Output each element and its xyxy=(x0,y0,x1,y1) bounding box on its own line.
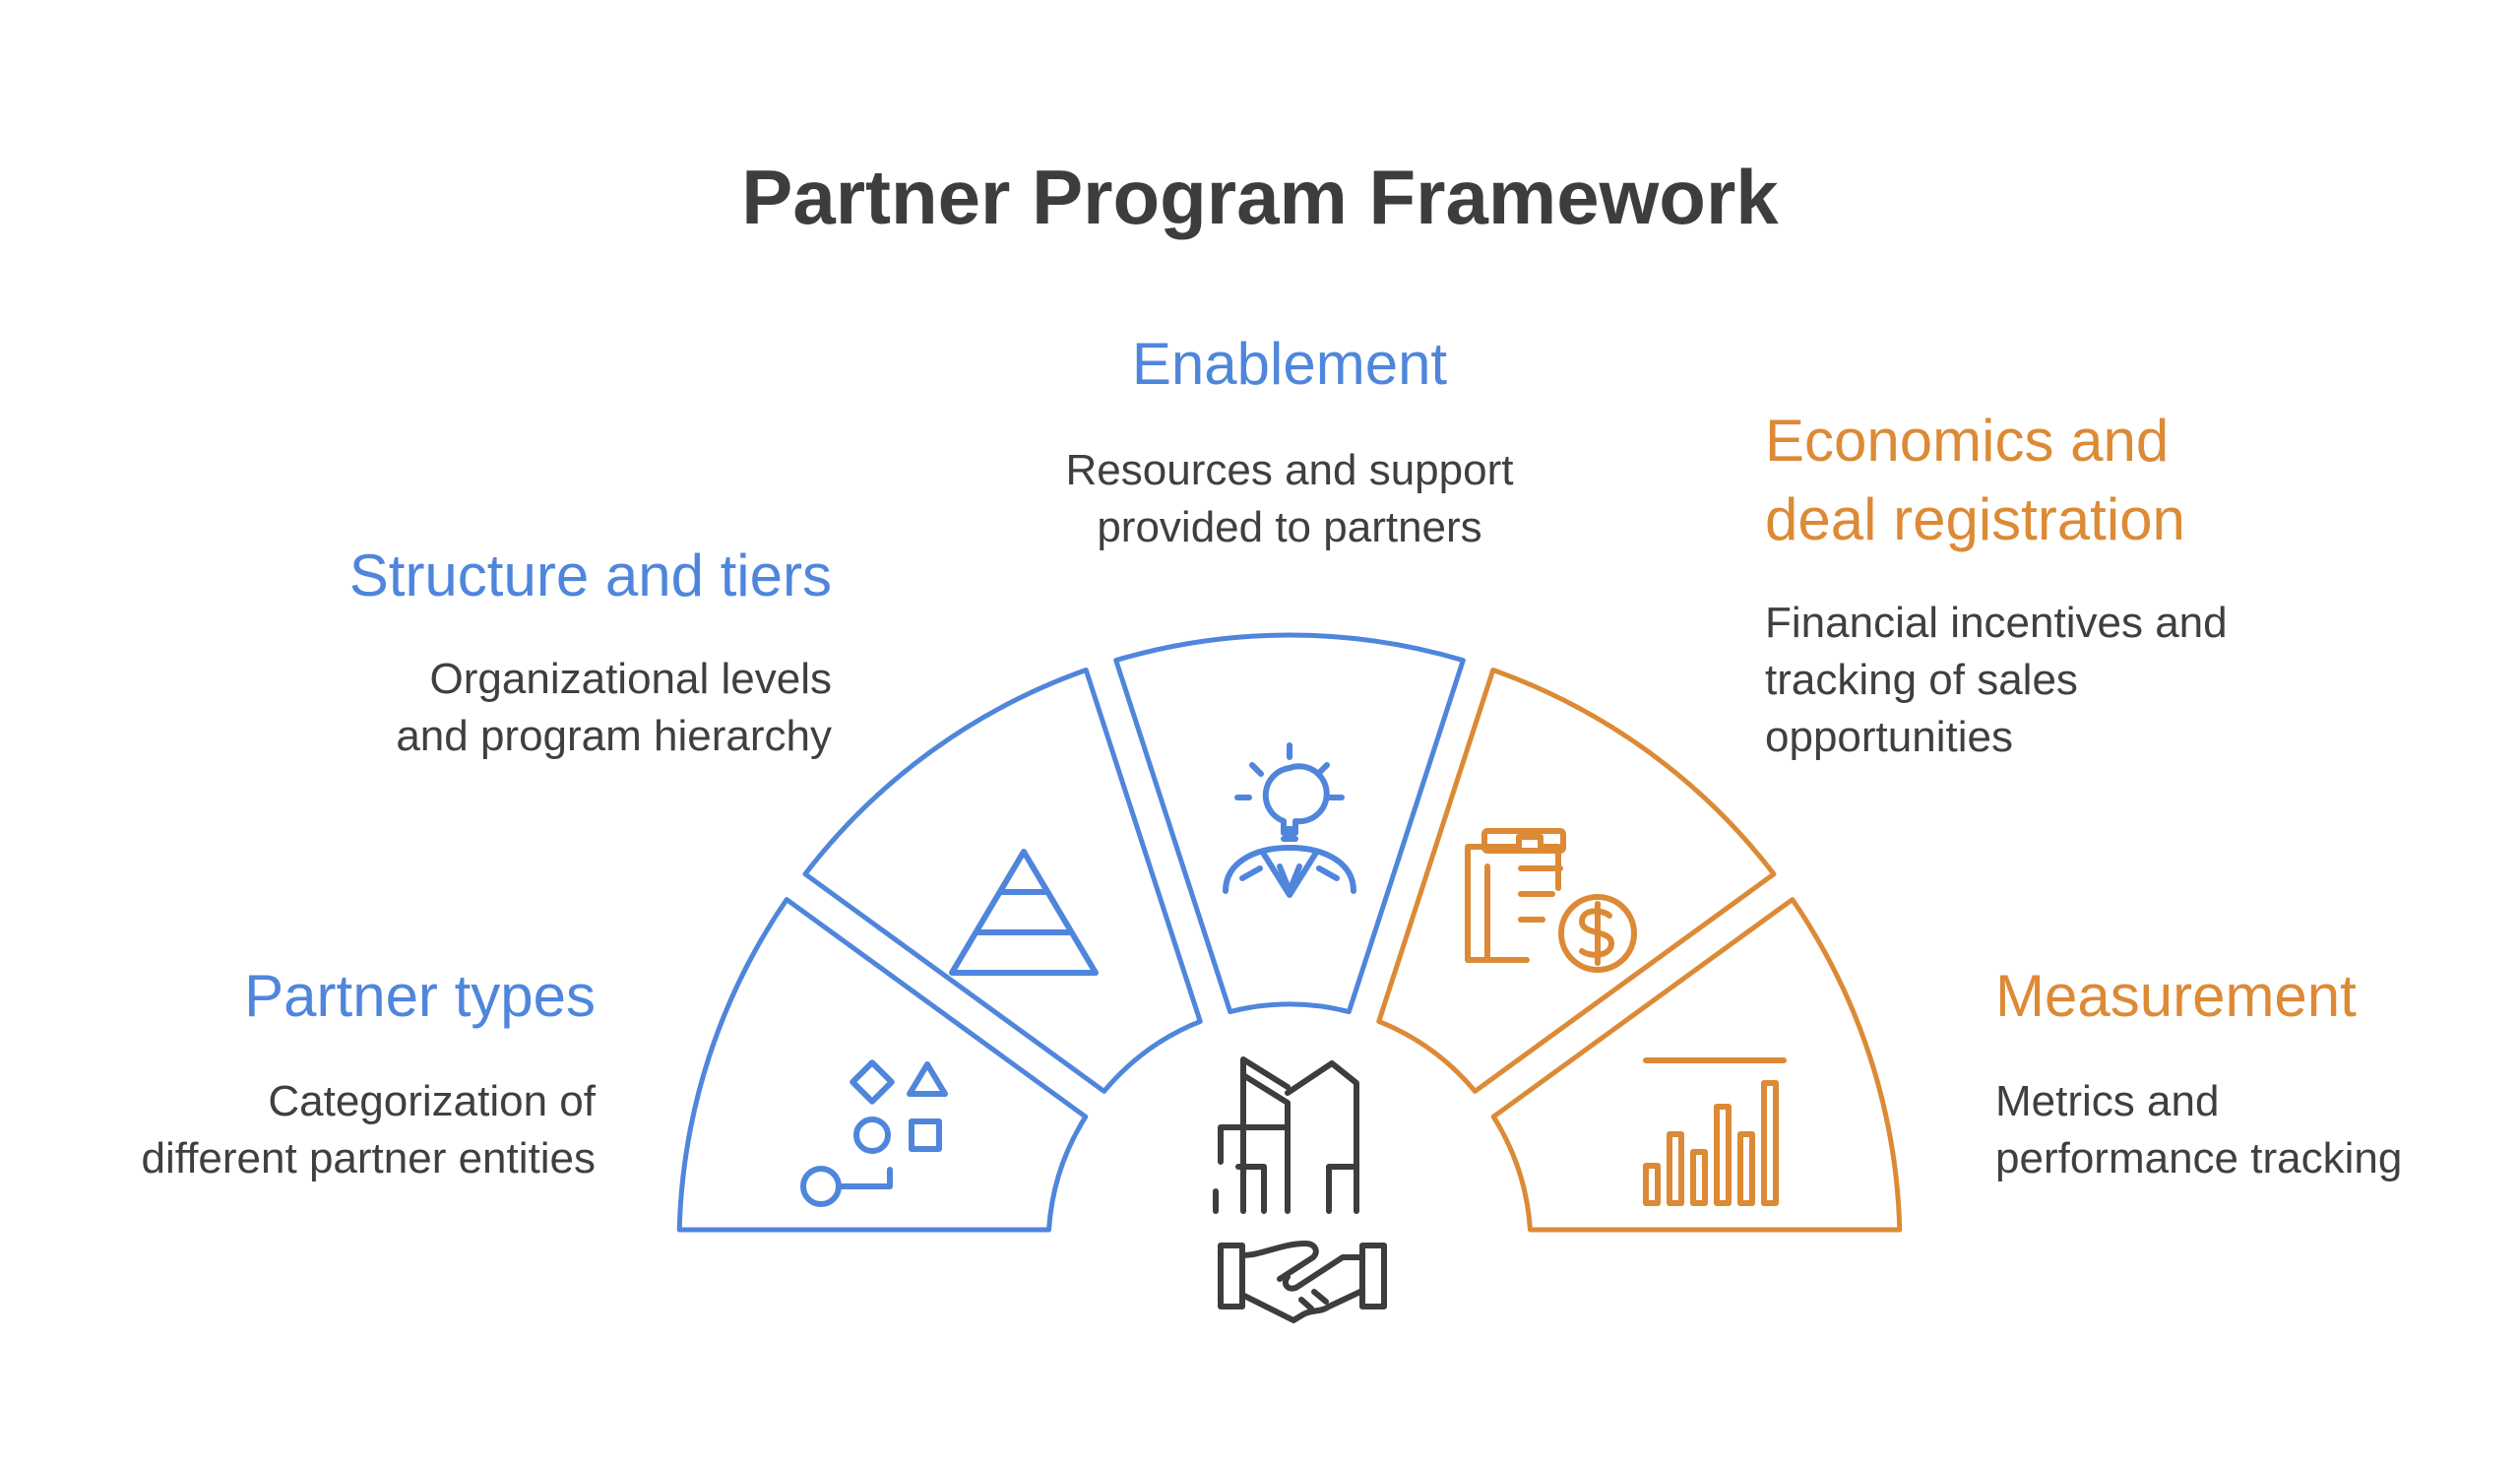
structure-tiers-segment xyxy=(802,667,1203,1094)
building-handshake-icon xyxy=(1213,1056,1387,1323)
bar-chart-icon xyxy=(1643,1057,1787,1206)
measurement-segment xyxy=(1490,897,1903,1233)
measurement-label: Measurement xyxy=(1995,963,2357,1029)
partner-types-label: Partner types xyxy=(244,963,596,1029)
clipboard-dollar-icon xyxy=(1465,828,1637,973)
economics-description: Financial incentives and tracking of sal… xyxy=(1765,599,2228,761)
economics-segment xyxy=(1376,667,1777,1094)
enablement-label: Enablement xyxy=(1131,331,1448,397)
pyramid-icon xyxy=(949,849,1099,976)
structure-tiers-label: Structure and tiers xyxy=(348,543,832,608)
measurement-description: Metrics and performance tracking xyxy=(1995,1077,2403,1182)
lightbulb-person-icon xyxy=(1223,742,1356,898)
partner-types-description: Categorization of different partner enti… xyxy=(141,1077,596,1182)
enablement-description: Resources and support provided to partne… xyxy=(1065,446,1514,551)
shapes-icon xyxy=(800,1059,948,1207)
enablement-segment xyxy=(1113,632,1466,1015)
partner-types-segment xyxy=(676,897,1089,1233)
structure-tiers-description: Organizational levels and program hierar… xyxy=(396,655,832,760)
economics-label: Economics and deal registration xyxy=(1765,408,2185,552)
page-title: Partner Program Framework xyxy=(741,154,1779,240)
